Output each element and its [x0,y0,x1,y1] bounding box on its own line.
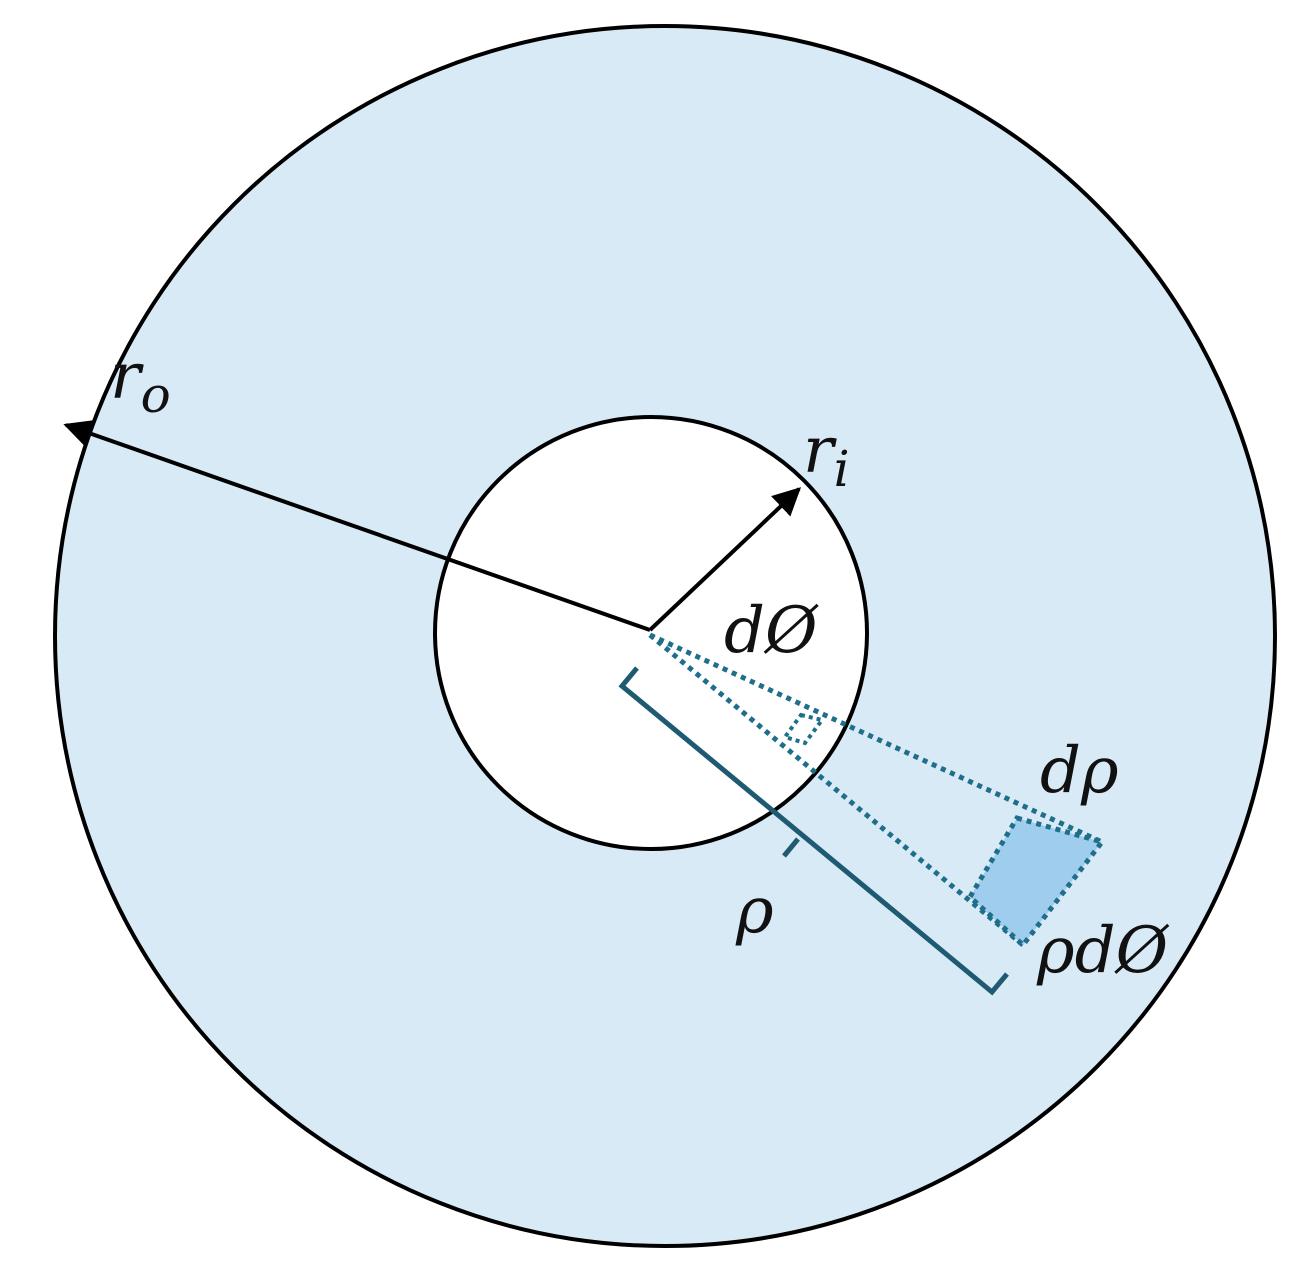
arc-element-label: ρdØ [1036,914,1170,988]
outer-radius-label: ro [110,340,171,424]
area-element [966,815,1107,949]
radial-element-label: dρ [1040,734,1119,808]
outer-radius-arrow [63,420,651,632]
radius-bracket [618,666,1009,996]
radius-label: ρ [735,874,774,948]
wedge-lower-line [648,633,1025,947]
angle-label: dØ [724,594,819,668]
angle-element-box [781,712,826,746]
inner-radius-label: ri [803,414,850,498]
inner-radius-arrow [648,487,802,632]
wedge-upper-line [648,632,1104,845]
